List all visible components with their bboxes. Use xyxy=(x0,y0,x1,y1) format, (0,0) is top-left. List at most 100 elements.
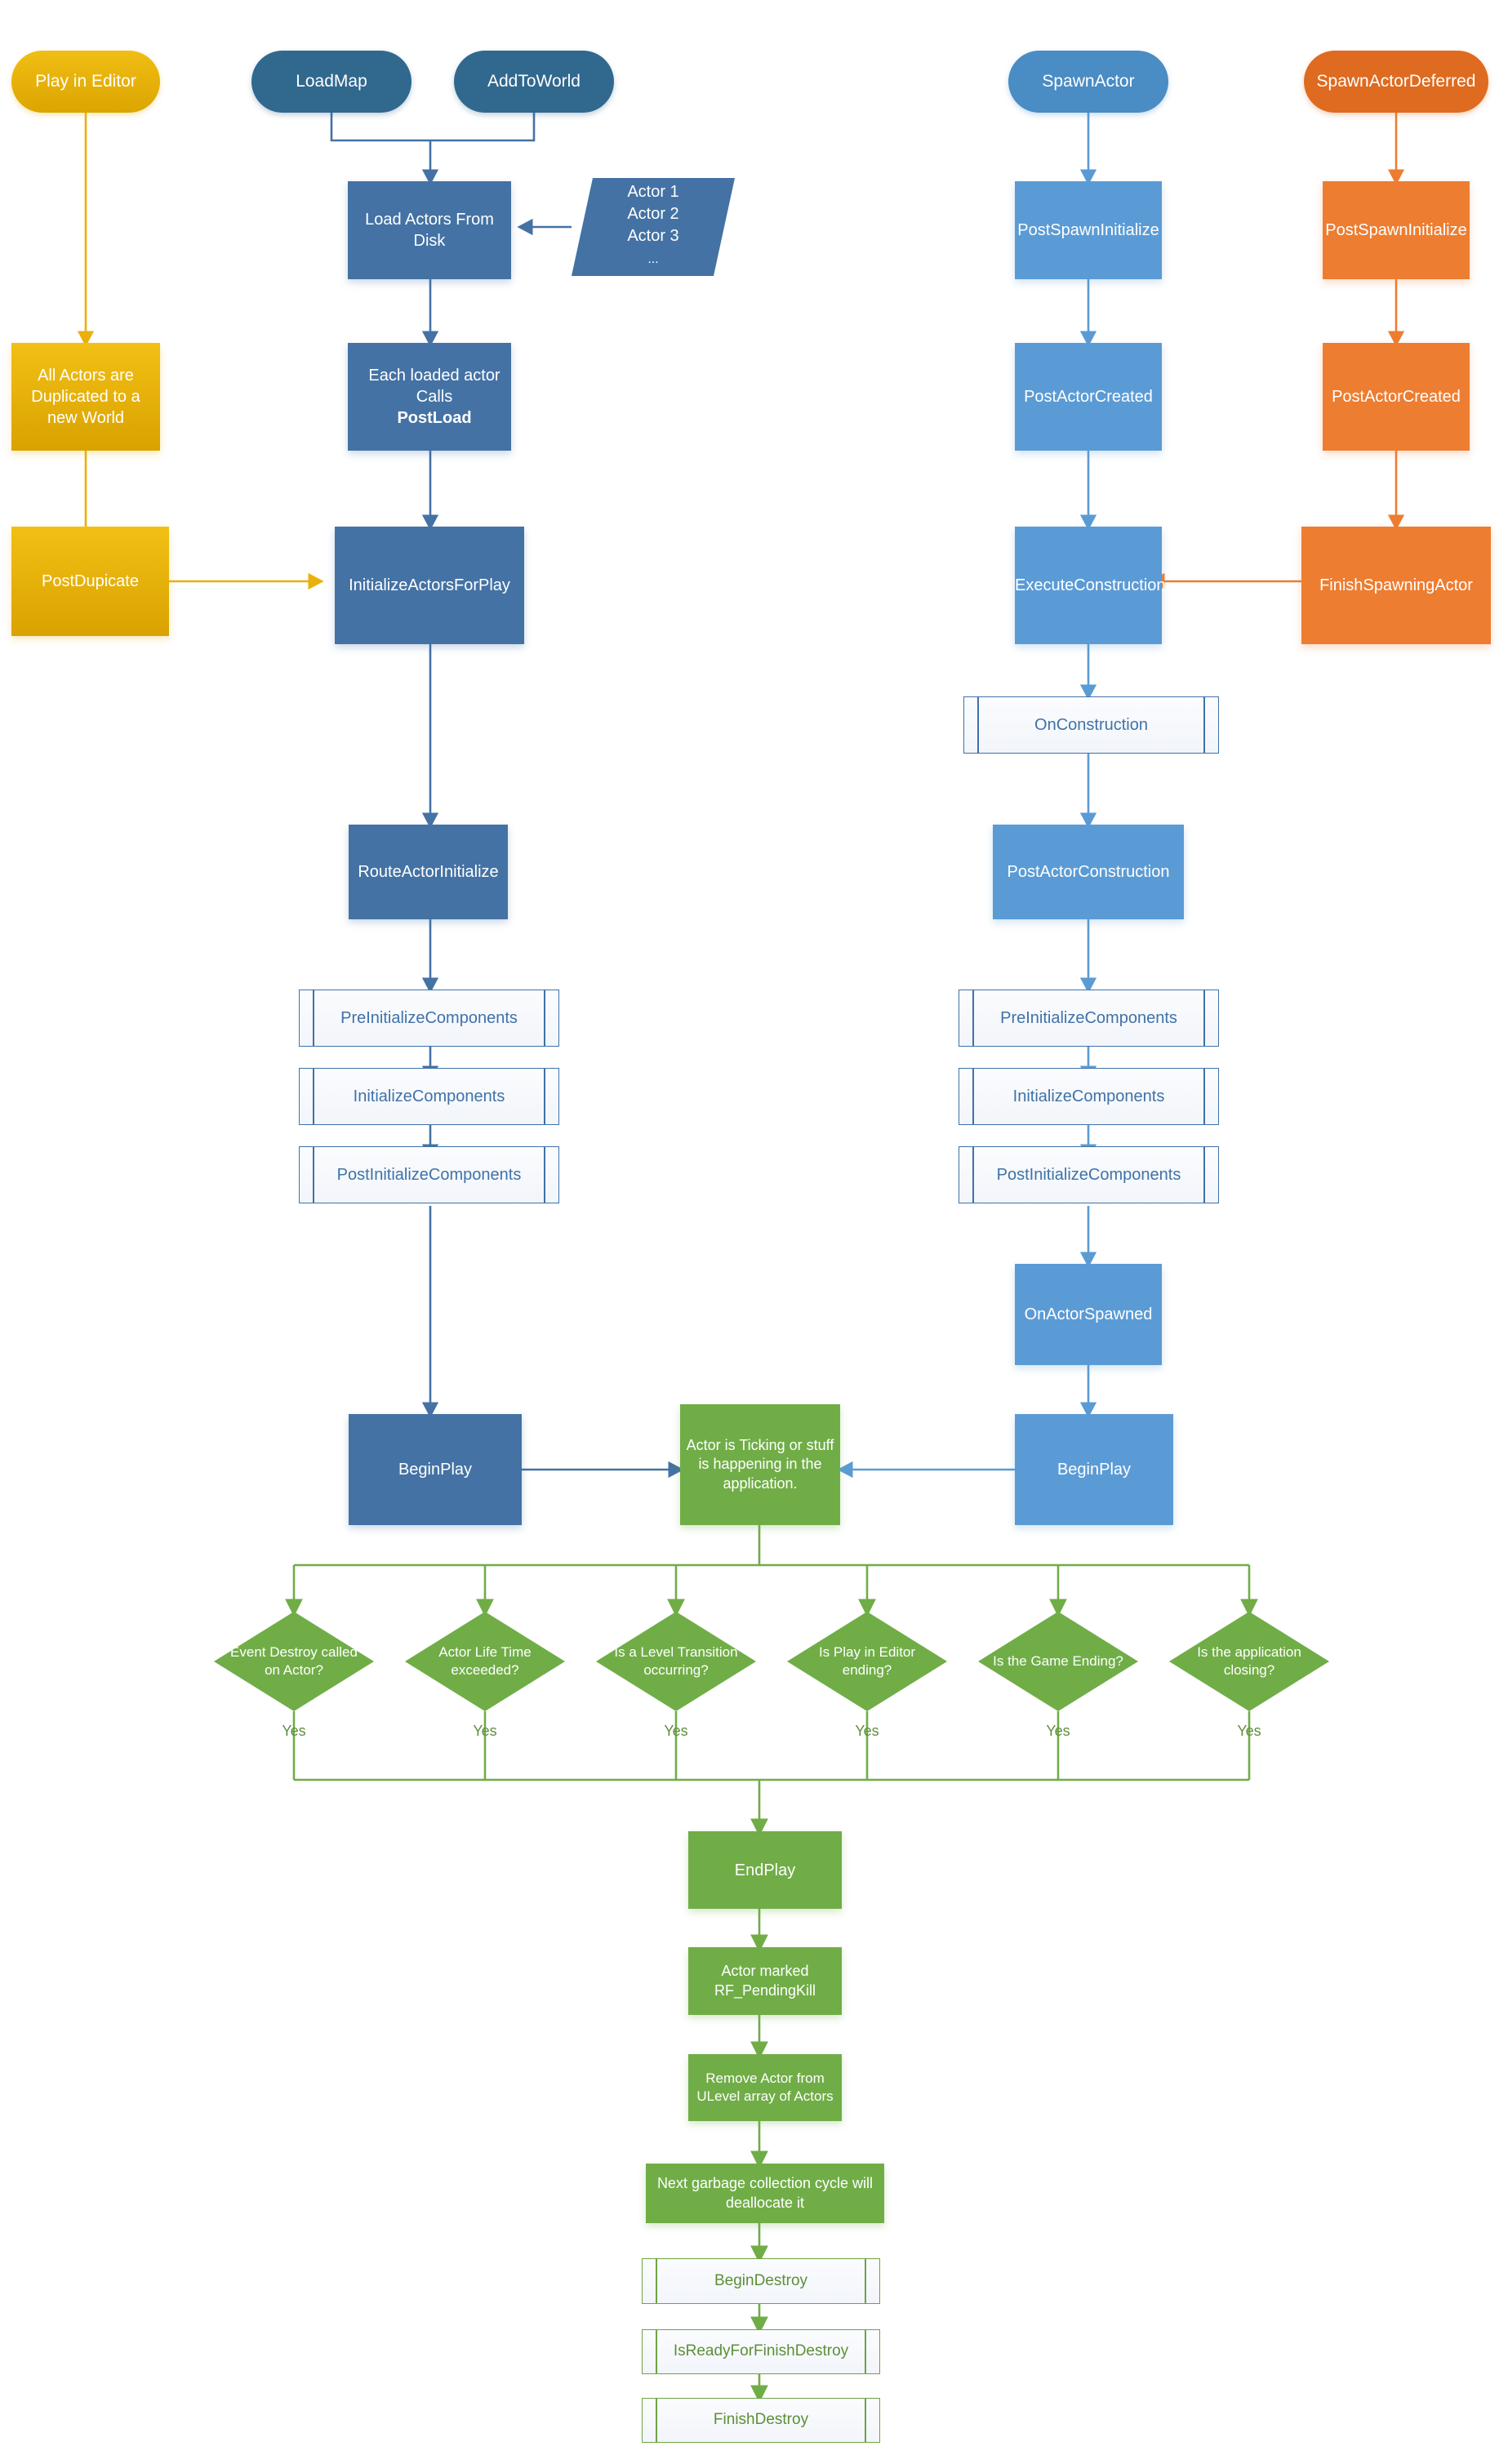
subroutine-left-rule xyxy=(313,1147,314,1203)
process-remove-actor-from-ulevel[interactable]: Remove Actor from ULevel array of Actors xyxy=(688,2054,842,2121)
subroutine-post-initialize-components-left[interactable]: PostInitializeComponents xyxy=(299,1146,559,1203)
process-next-gc-cycle-label: Next garbage collection cycle will deall… xyxy=(656,2175,874,2211)
decision-game-ending-label: Is the Game Ending? xyxy=(993,1652,1123,1669)
subroutine-post-initialize-components-right-label: PostInitializeComponents xyxy=(996,1166,1181,1184)
process-post-actor-construction-label: PostActorConstruction xyxy=(1007,863,1170,881)
terminator-spawn-actor-deferred-label: SpawnActorDeferred xyxy=(1316,72,1476,91)
subroutine-pre-initialize-components-left-label: PreInitializeComponents xyxy=(340,1009,518,1027)
subroutine-is-ready-for-finish-destroy-label: IsReadyForFinishDestroy xyxy=(673,2342,849,2360)
data-actor-list: Actor 1 Actor 2 Actor 3 ... xyxy=(572,178,735,276)
process-post-spawn-initialize-blue[interactable]: PostSpawnInitialize xyxy=(1015,181,1162,279)
subroutine-is-ready-for-finish-destroy[interactable]: IsReadyForFinishDestroy xyxy=(642,2329,880,2374)
process-begin-play-left-label: BeginPlay xyxy=(398,1461,473,1479)
terminator-add-to-world[interactable]: AddToWorld xyxy=(454,51,614,113)
subroutine-initialize-components-right-label: InitializeComponents xyxy=(1012,1087,1165,1105)
decision-level-transition-occurring[interactable]: Is a Level Transition occurring? xyxy=(596,1612,756,1711)
subroutine-right-rule xyxy=(1203,990,1205,1046)
process-end-play-label: EndPlay xyxy=(734,1861,796,1879)
terminator-spawn-actor[interactable]: SpawnActor xyxy=(1008,51,1168,113)
subroutine-initialize-components-right[interactable]: InitializeComponents xyxy=(959,1068,1219,1125)
subroutine-right-rule xyxy=(1203,1147,1205,1203)
process-finish-spawning-actor[interactable]: FinishSpawningActor xyxy=(1301,527,1491,644)
subroutine-pre-initialize-components-right-label: PreInitializeComponents xyxy=(1000,1009,1177,1027)
edge-label-yes-6: Yes xyxy=(1237,1723,1261,1739)
process-actor-marked-pendingkill-label: Actor marked RF_PendingKill xyxy=(714,1963,816,1999)
subroutine-finish-destroy-label: FinishDestroy xyxy=(713,2411,809,2429)
terminator-load-map[interactable]: LoadMap xyxy=(251,51,411,113)
process-load-actors-from-disk[interactable]: Load Actors From Disk xyxy=(348,181,511,279)
subroutine-right-rule xyxy=(865,2399,866,2442)
subroutine-right-rule xyxy=(544,1147,545,1203)
subroutine-post-initialize-components-right[interactable]: PostInitializeComponents xyxy=(959,1146,1219,1203)
subroutine-begin-destroy[interactable]: BeginDestroy xyxy=(642,2258,880,2304)
process-begin-play-left[interactable]: BeginPlay xyxy=(349,1414,522,1525)
subroutine-initialize-components-left[interactable]: InitializeComponents xyxy=(299,1068,559,1125)
subroutine-on-construction[interactable]: OnConstruction xyxy=(963,696,1219,754)
subroutine-on-construction-label: OnConstruction xyxy=(1034,716,1148,734)
process-initialize-actors-for-play-label: InitializeActorsForPlay xyxy=(349,576,510,594)
process-post-actor-created-orange[interactable]: PostActorCreated xyxy=(1323,343,1470,451)
subroutine-left-rule xyxy=(656,2259,657,2303)
terminator-play-in-editor-label: Play in Editor xyxy=(35,72,136,91)
subroutine-left-rule xyxy=(313,1069,314,1124)
subroutine-left-rule xyxy=(972,1147,974,1203)
postload-prefix-text: Each loaded actor Calls xyxy=(368,367,500,406)
process-next-gc-cycle[interactable]: Next garbage collection cycle will deall… xyxy=(646,2164,884,2223)
process-begin-play-right[interactable]: BeginPlay xyxy=(1015,1414,1173,1525)
subroutine-left-rule xyxy=(972,990,974,1046)
process-route-actor-initialize-label: RouteActorInitialize xyxy=(358,863,499,881)
subroutine-left-rule xyxy=(977,697,979,753)
process-initialize-actors-for-play[interactable]: InitializeActorsForPlay xyxy=(335,527,524,644)
process-all-actors-duplicated-label: All Actors are Duplicated to a new World xyxy=(31,367,140,427)
process-load-actors-from-disk-label: Load Actors From Disk xyxy=(365,211,494,250)
subroutine-pre-initialize-components-left[interactable]: PreInitializeComponents xyxy=(299,990,559,1047)
terminator-spawn-actor-deferred[interactable]: SpawnActorDeferred xyxy=(1304,51,1488,113)
process-route-actor-initialize[interactable]: RouteActorInitialize xyxy=(349,825,508,919)
process-post-duplicate[interactable]: PostDupicate xyxy=(11,527,169,636)
process-execute-construction[interactable]: ExecuteConstruction xyxy=(1015,527,1166,644)
edge-label-yes-5: Yes xyxy=(1046,1723,1070,1739)
process-post-spawn-initialize-orange-label: PostSpawnInitialize xyxy=(1325,221,1467,239)
terminator-add-to-world-label: AddToWorld xyxy=(487,72,581,91)
subroutine-right-rule xyxy=(865,2330,866,2373)
process-post-spawn-initialize-orange[interactable]: PostSpawnInitialize xyxy=(1323,181,1470,279)
process-actor-ticking[interactable]: Actor is Ticking or stuff is happening i… xyxy=(680,1404,840,1525)
decision-play-in-editor-ending-label: Is Play in Editor ending? xyxy=(818,1643,916,1678)
decision-game-ending[interactable]: Is the Game Ending? xyxy=(978,1612,1138,1711)
process-on-actor-spawned-label: OnActorSpawned xyxy=(1024,1305,1153,1323)
process-actor-ticking-label: Actor is Ticking or stuff is happening i… xyxy=(686,1436,834,1492)
edge-label-yes-1: Yes xyxy=(282,1723,306,1739)
process-post-spawn-initialize-blue-label: PostSpawnInitialize xyxy=(1017,221,1159,239)
edge-label-yes-2: Yes xyxy=(473,1723,497,1739)
subroutine-left-rule xyxy=(972,1069,974,1124)
process-finish-spawning-actor-label: FinishSpawningActor xyxy=(1319,576,1473,594)
subroutine-left-rule xyxy=(313,990,314,1046)
process-all-actors-duplicated[interactable]: All Actors are Duplicated to a new World xyxy=(11,343,160,451)
process-end-play[interactable]: EndPlay xyxy=(688,1831,842,1909)
edge-label-yes-3: Yes xyxy=(664,1723,688,1739)
subroutine-right-rule xyxy=(1203,1069,1205,1124)
subroutine-pre-initialize-components-right[interactable]: PreInitializeComponents xyxy=(959,990,1219,1047)
subroutine-right-rule xyxy=(1203,697,1205,753)
data-actor-list-line-1: Actor 1 xyxy=(627,183,679,202)
process-post-actor-created-blue[interactable]: PostActorCreated xyxy=(1015,343,1162,451)
postload-bold-text: PostLoad xyxy=(397,409,472,427)
subroutine-post-initialize-components-left-label: PostInitializeComponents xyxy=(336,1166,522,1184)
process-post-actor-created-orange-label: PostActorCreated xyxy=(1332,388,1461,406)
terminator-play-in-editor[interactable]: Play in Editor xyxy=(11,51,160,113)
process-each-loaded-actor-postload[interactable]: Each loaded actor Calls PostLoad xyxy=(348,343,511,451)
process-execute-construction-label: ExecuteConstruction xyxy=(1015,576,1166,594)
process-post-actor-construction[interactable]: PostActorConstruction xyxy=(993,825,1184,919)
data-actor-list-line-3: Actor 3 xyxy=(627,227,679,246)
process-on-actor-spawned[interactable]: OnActorSpawned xyxy=(1015,1264,1162,1365)
decision-actor-life-time-exceeded[interactable]: Actor Life Time exceeded? xyxy=(405,1612,565,1711)
process-actor-marked-pendingkill[interactable]: Actor marked RF_PendingKill xyxy=(688,1947,842,2015)
subroutine-left-rule xyxy=(656,2399,657,2442)
decision-event-destroy-called[interactable]: Event Destroy called on Actor? xyxy=(214,1612,374,1711)
subroutine-initialize-components-left-label: InitializeComponents xyxy=(353,1087,505,1105)
data-actor-list-ellipsis: ... xyxy=(647,252,659,267)
subroutine-finish-destroy[interactable]: FinishDestroy xyxy=(642,2398,880,2443)
decision-application-closing[interactable]: Is the application closing? xyxy=(1169,1612,1329,1711)
decision-play-in-editor-ending[interactable]: Is Play in Editor ending? xyxy=(787,1612,947,1711)
